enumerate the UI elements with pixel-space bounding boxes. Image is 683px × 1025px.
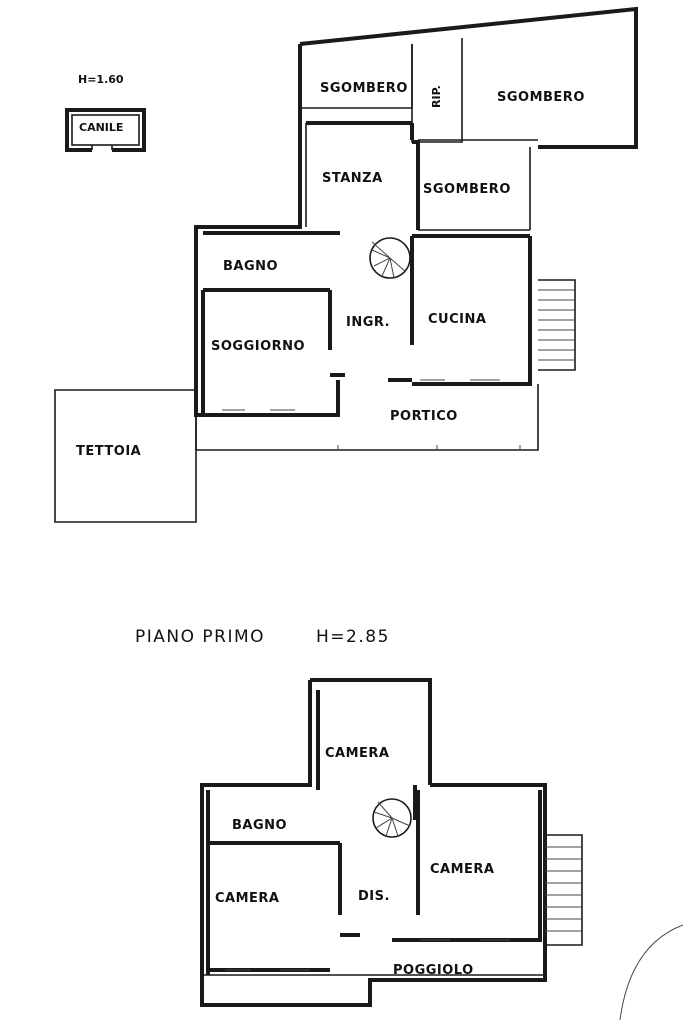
first-floor-plan: PIANO PRIMO H=2.85 (135, 627, 683, 1021)
first-external-stair (545, 834, 583, 946)
ground-external-stair (538, 279, 576, 371)
kennel-outline (65, 108, 146, 153)
room-bagno-first: BAGNO (232, 818, 287, 833)
room-camera-left: CAMERA (215, 891, 280, 906)
room-dis: DIS. (358, 889, 390, 904)
first-spiral-stair (372, 798, 412, 838)
faint-arc-mark (619, 924, 683, 1021)
ground-spiral-stair (369, 237, 411, 279)
room-stanza: STANZA (322, 171, 383, 186)
room-camera-top: CAMERA (325, 746, 390, 761)
first-floor-height: H=2.85 (316, 627, 390, 647)
room-tettoia: TETTOIA (76, 444, 141, 459)
room-sgombero-b: SGOMBERO (497, 90, 585, 105)
room-soggiorno: SOGGIORNO (211, 339, 305, 354)
room-sgombero-c: SGOMBERO (423, 182, 511, 197)
ground-floor-plan: H=1.60 CANILE (54, 6, 638, 523)
room-poggiolo: POGGIOLO (393, 963, 474, 978)
room-sgombero-a: SGOMBERO (320, 81, 408, 96)
room-portico: PORTICO (390, 409, 458, 424)
room-rip: RIP. (430, 85, 443, 108)
room-bagno: BAGNO (223, 259, 278, 274)
first-floor-walls (200, 678, 547, 1007)
room-camera-right: CAMERA (430, 862, 495, 877)
ground-floor-walls (54, 6, 638, 523)
room-ingr: INGR. (346, 315, 390, 330)
first-floor-title: PIANO PRIMO (135, 627, 265, 647)
kennel-label: CANILE (79, 121, 123, 134)
room-cucina: CUCINA (428, 312, 486, 327)
kennel-height-label: H=1.60 (78, 73, 124, 86)
